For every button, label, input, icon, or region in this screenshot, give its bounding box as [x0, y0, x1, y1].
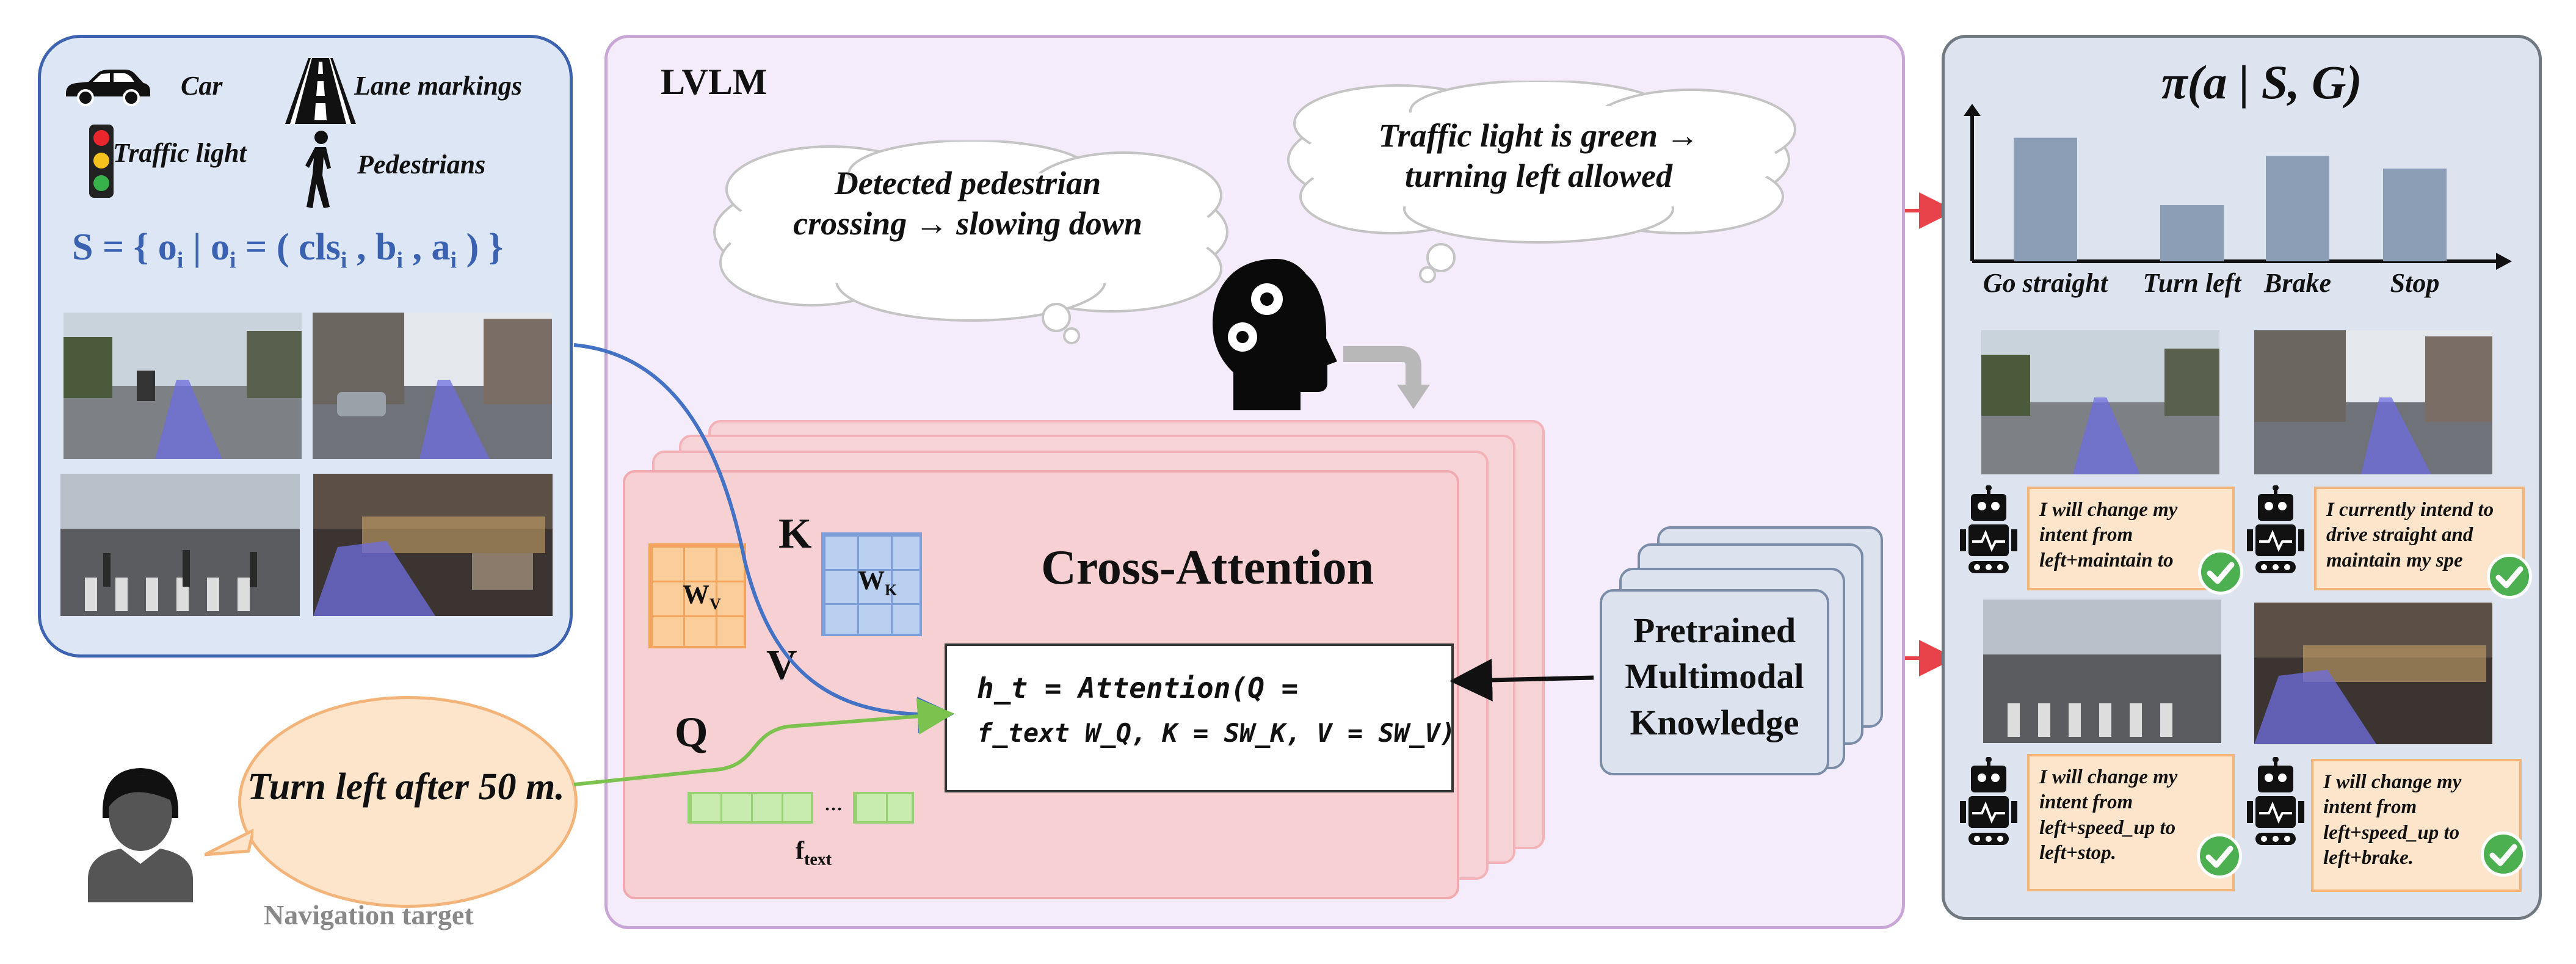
- navigation-speech-text: Turn left after 50 m.: [247, 766, 565, 808]
- knowledge-text: Pretrained Multimodal Knowledge: [1625, 611, 1804, 742]
- ftext-label: ftext: [796, 837, 832, 869]
- policy-title: π(a | S, G): [2161, 56, 2362, 109]
- car-icon: [66, 70, 150, 106]
- equation-line-2: f_text W_Q, K = SW_K, V = SW_V): [977, 718, 1456, 748]
- ftext-vector-tail: [853, 792, 914, 824]
- output-image-3: [1983, 600, 2221, 743]
- bar-go-straight: [2014, 137, 2077, 261]
- knowledge-card-front: [1600, 589, 1829, 775]
- attention-equation-box: [945, 643, 1454, 792]
- navigation-target-caption: Navigation target: [264, 899, 474, 930]
- pedestrian-icon: [305, 131, 331, 208]
- ftext-ellipsis: ...: [824, 788, 843, 816]
- wv-matrix: [648, 543, 746, 648]
- lane-markings-icon: [285, 58, 356, 124]
- intent-speech-4: I will change my intent from left+speed_…: [2311, 759, 2522, 892]
- ftext-vector: [688, 792, 813, 824]
- robot-icon-2: [2247, 485, 2304, 573]
- wv-label: WV: [683, 579, 721, 613]
- thinking-head-icon: [1213, 259, 1337, 410]
- bar-brake: [2266, 156, 2329, 261]
- legend-traffic-light-label: Traffic light: [113, 138, 247, 168]
- legend-pedestrians-label: Pedestrians: [357, 150, 486, 179]
- output-image-4: [2254, 603, 2492, 744]
- street-image-4: [313, 474, 553, 616]
- robot-icon-4: [2247, 757, 2304, 845]
- chart-y-arrow: [1964, 104, 1981, 116]
- cross-attention-title: Cross-Attention: [1041, 541, 1374, 595]
- navigation-to-attention-arrow: [573, 698, 954, 786]
- policy-bar-chart: Go straight Turn left Brake Stop: [1964, 104, 2512, 298]
- chart-x-arrow: [2496, 253, 2512, 270]
- output-image-2: [2254, 330, 2492, 474]
- k-label: K: [778, 510, 812, 557]
- user-avatar-icon: [88, 768, 193, 902]
- check-icon-4: [2481, 832, 2526, 877]
- thought-text-2: Traffic light is green → turning left al…: [1378, 117, 1699, 194]
- scene-to-attention-arrow: [573, 343, 954, 734]
- speech-tail: [205, 828, 253, 857]
- lvlm-title: LVLM: [661, 62, 767, 102]
- intent-speech-1: I will change my intent from left+mainta…: [2027, 487, 2235, 590]
- street-image-3: [60, 474, 300, 616]
- gray-curved-arrow: [1343, 346, 1430, 409]
- street-image-2: [313, 313, 552, 459]
- thought-cloud-2: [1287, 81, 1796, 283]
- bar-stop: [2383, 169, 2447, 261]
- check-icon-1: [2198, 549, 2243, 595]
- navigation-speech-bubble: [238, 696, 578, 908]
- legend-lane-markings-label: Lane markings: [354, 71, 523, 101]
- robot-icon-1: [1960, 485, 2017, 573]
- wk-matrix: [821, 532, 922, 636]
- traffic-light-icon: [89, 125, 114, 198]
- bar-label-turn-left: Turn left: [2143, 268, 2243, 298]
- thought-cloud-1: [713, 140, 1228, 344]
- thought-text-1: Detected pedestrian crossing → slowing d…: [793, 165, 1142, 242]
- bar-label-go-straight: Go straight: [1983, 268, 2109, 298]
- output-image-1: [1981, 330, 2219, 474]
- knowledge-to-attention-arrow: [1449, 658, 1594, 701]
- robot-icon-3: [1960, 757, 2017, 845]
- wk-label: WK: [858, 565, 898, 599]
- q-label: Q: [675, 709, 708, 756]
- bar-label-brake: Brake: [2263, 268, 2331, 298]
- check-icon-2: [2487, 554, 2532, 599]
- street-image-1: [63, 313, 302, 459]
- equation-line-1: h_t = Attention(Q =: [977, 672, 1299, 705]
- legend-car-label: Car: [181, 71, 223, 101]
- bar-label-stop: Stop: [2390, 268, 2440, 298]
- check-icon-3: [2197, 833, 2242, 879]
- scene-formula: S = { oi | oi = ( clsi , bi , ai ) }: [72, 227, 504, 274]
- bar-turn-left: [2160, 205, 2224, 261]
- intent-speech-3: I will change my intent from left+speed_…: [2027, 754, 2235, 891]
